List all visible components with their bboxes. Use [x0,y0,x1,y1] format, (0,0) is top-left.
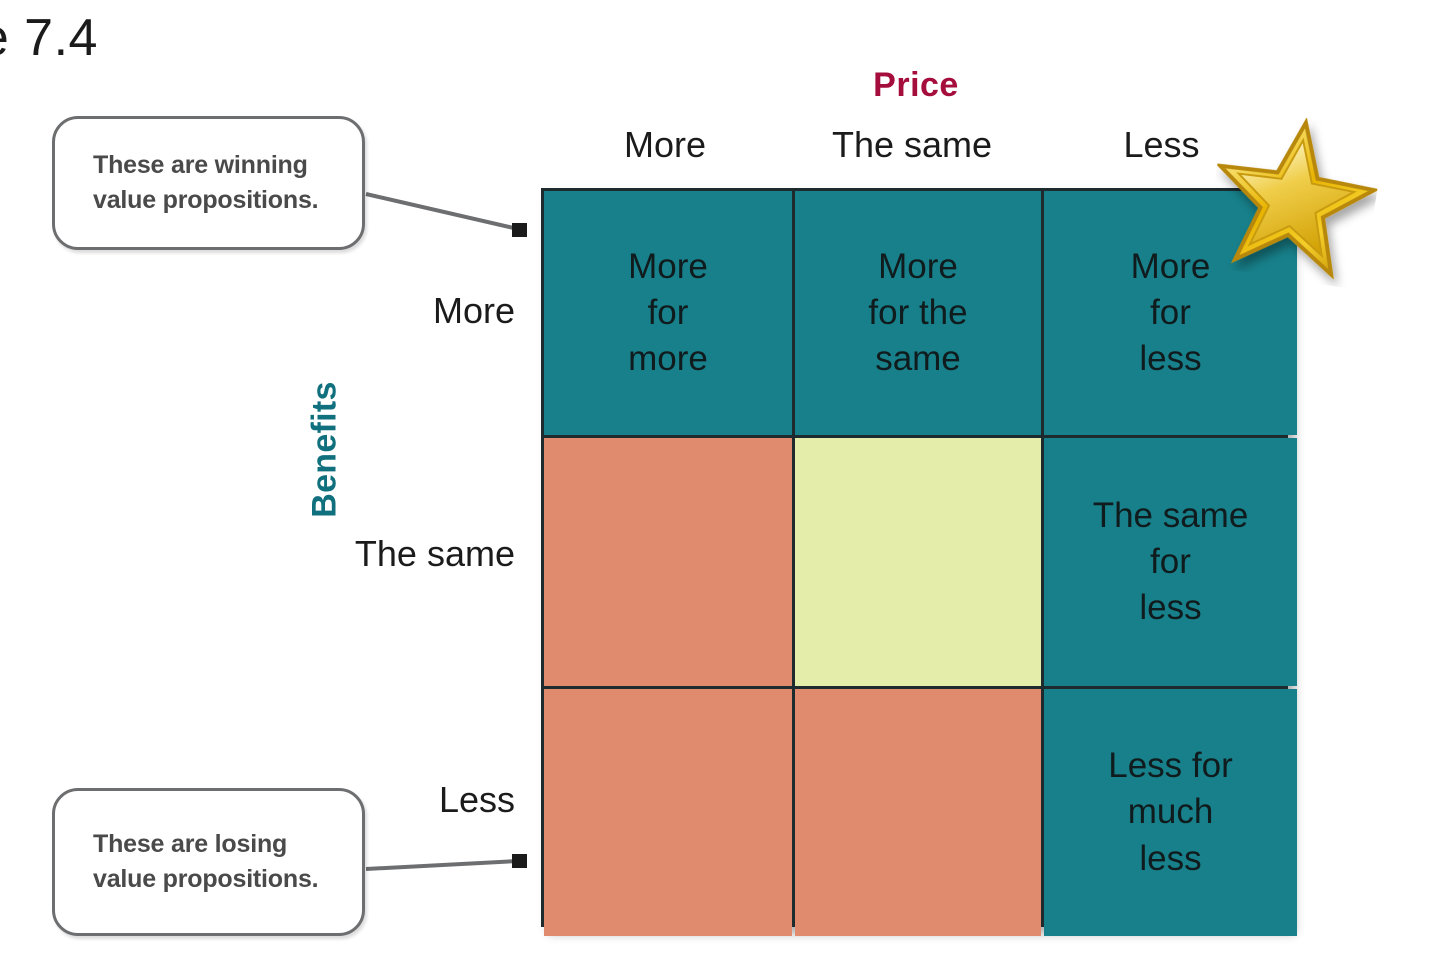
page-title: re 7.4 [0,9,98,67]
connector-line-winning [365,192,519,231]
connector-line-losing [365,859,519,871]
callout-winning[interactable]: These are winning value propositions. [52,116,365,250]
callout-losing-line2: value propositions. [93,865,319,893]
x-axis-title: Price [873,66,959,104]
y-axis-title: Benefits [305,381,344,518]
matrix-cell-less-thesame[interactable] [795,689,1041,936]
matrix-cell-thesame-more[interactable] [544,438,792,686]
row-header-more: More [432,290,515,331]
star-icon [1214,117,1380,280]
callout-winning-line2: value propositions. [93,186,319,214]
connector-endpoint-winning [512,223,527,237]
star-inner [1236,137,1357,259]
callout-winning-line1: These are winning [93,150,308,179]
row-header-less: Less [438,779,515,820]
callout-winning-text: These are winning value propositions. [55,148,319,219]
matrix-cell-less-more[interactable] [544,689,792,936]
matrix-cell-thesame-thesame[interactable] [795,438,1041,686]
column-header-more: More [623,124,707,165]
row-header-the-same: The same [354,533,515,574]
connector-endpoint-losing [512,854,527,868]
column-header-the-same: The same [831,124,993,165]
callout-losing[interactable]: These are losing value propositions. [52,788,365,936]
callout-losing-line1: These are losing [93,829,288,858]
column-header-less: Less [1123,124,1200,165]
callout-losing-text: These are losing value propositions. [55,827,319,898]
